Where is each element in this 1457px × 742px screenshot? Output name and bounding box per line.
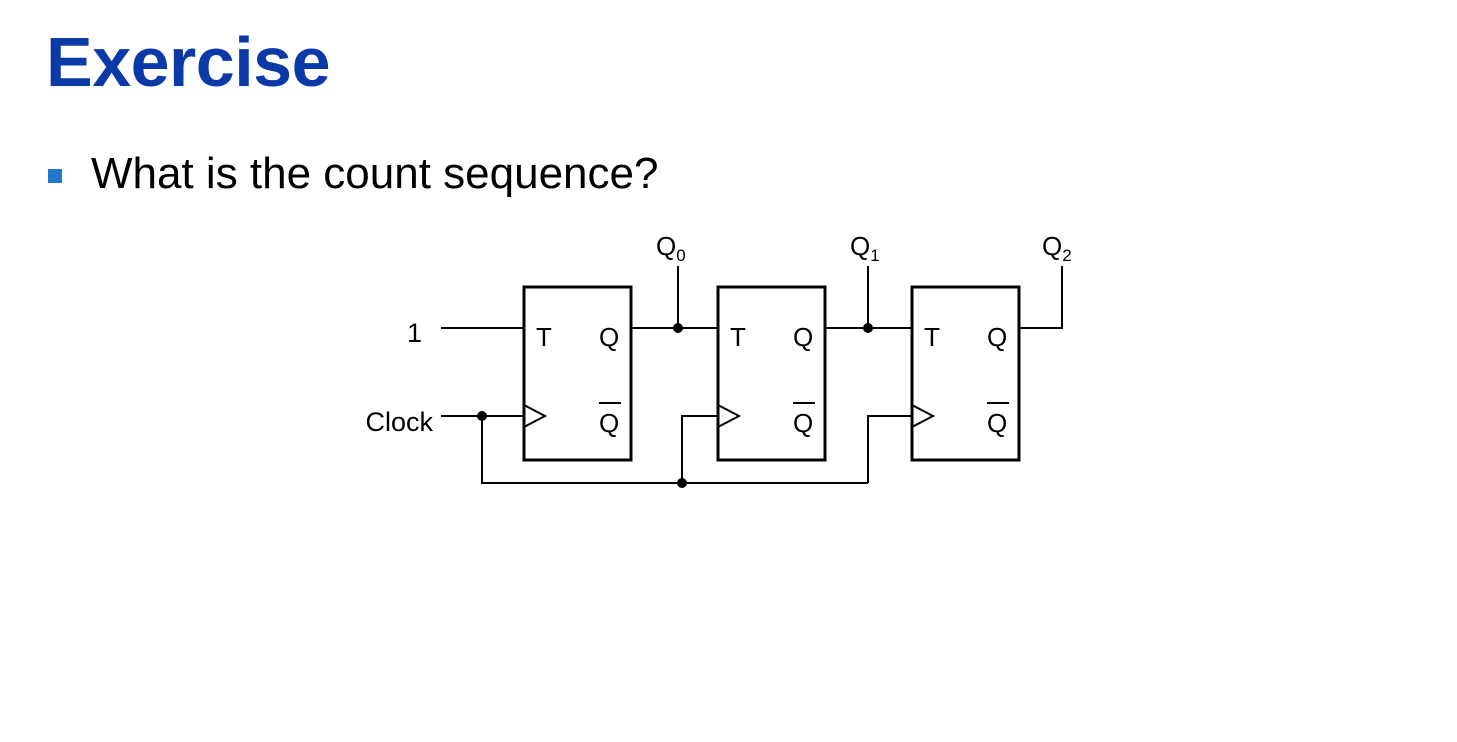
input-one-label: 1 bbox=[407, 318, 422, 348]
clock-to-ff2-wire bbox=[867, 415, 912, 483]
flipflop-0-box bbox=[522, 285, 633, 462]
q2-output-wire bbox=[1019, 266, 1063, 329]
flipflop-2-q-label: Q bbox=[987, 322, 1007, 352]
junction-dot-q0 bbox=[673, 323, 683, 333]
flipflop-1-qbar-label: Q bbox=[793, 408, 813, 438]
bullet-text: What is the count sequence? bbox=[91, 149, 659, 198]
clock-bus-wire bbox=[481, 416, 868, 484]
output-q2-subscript: 2 bbox=[1062, 246, 1071, 265]
output-q0-subscript: 0 bbox=[676, 246, 685, 265]
output-q1-label: Q1 bbox=[850, 231, 880, 265]
junction-dot-clock-bus bbox=[677, 478, 687, 488]
output-q1-subscript: 1 bbox=[870, 246, 879, 265]
flipflop-2-t-label: T bbox=[924, 322, 940, 352]
output-q2-label: Q2 bbox=[1042, 231, 1072, 265]
clock-to-ff1-wire bbox=[681, 415, 718, 483]
junction-dot-q1 bbox=[863, 323, 873, 333]
output-q0-label: Q0 bbox=[656, 231, 686, 265]
bullet-square-icon bbox=[48, 169, 62, 183]
output-q0-name: Q bbox=[656, 231, 676, 261]
flipflop-2-box bbox=[910, 285, 1021, 462]
junction-dot-clock-input bbox=[477, 411, 487, 421]
flipflop-0-clock-triangle bbox=[523, 404, 548, 428]
flipflop-1-q-label: Q bbox=[793, 322, 813, 352]
flipflop-0-qbar-label: Q bbox=[599, 408, 619, 438]
flipflop-1-clock-triangle bbox=[717, 404, 742, 428]
flipflop-0-t-label: T bbox=[536, 322, 552, 352]
flipflop-1-t-label: T bbox=[730, 322, 746, 352]
output-q1-name: Q bbox=[850, 231, 870, 261]
flipflop-2-clock-triangle bbox=[911, 404, 936, 428]
flipflop-2-qbar-label: Q bbox=[987, 408, 1007, 438]
slide-title: Exercise bbox=[46, 23, 331, 101]
bullet-item: What is the count sequence? bbox=[48, 148, 658, 200]
flipflop-1-box bbox=[716, 285, 827, 462]
output-q2-name: Q bbox=[1042, 231, 1062, 261]
flipflop-0-q-label: Q bbox=[599, 322, 619, 352]
clock-label: Clock bbox=[365, 407, 433, 437]
